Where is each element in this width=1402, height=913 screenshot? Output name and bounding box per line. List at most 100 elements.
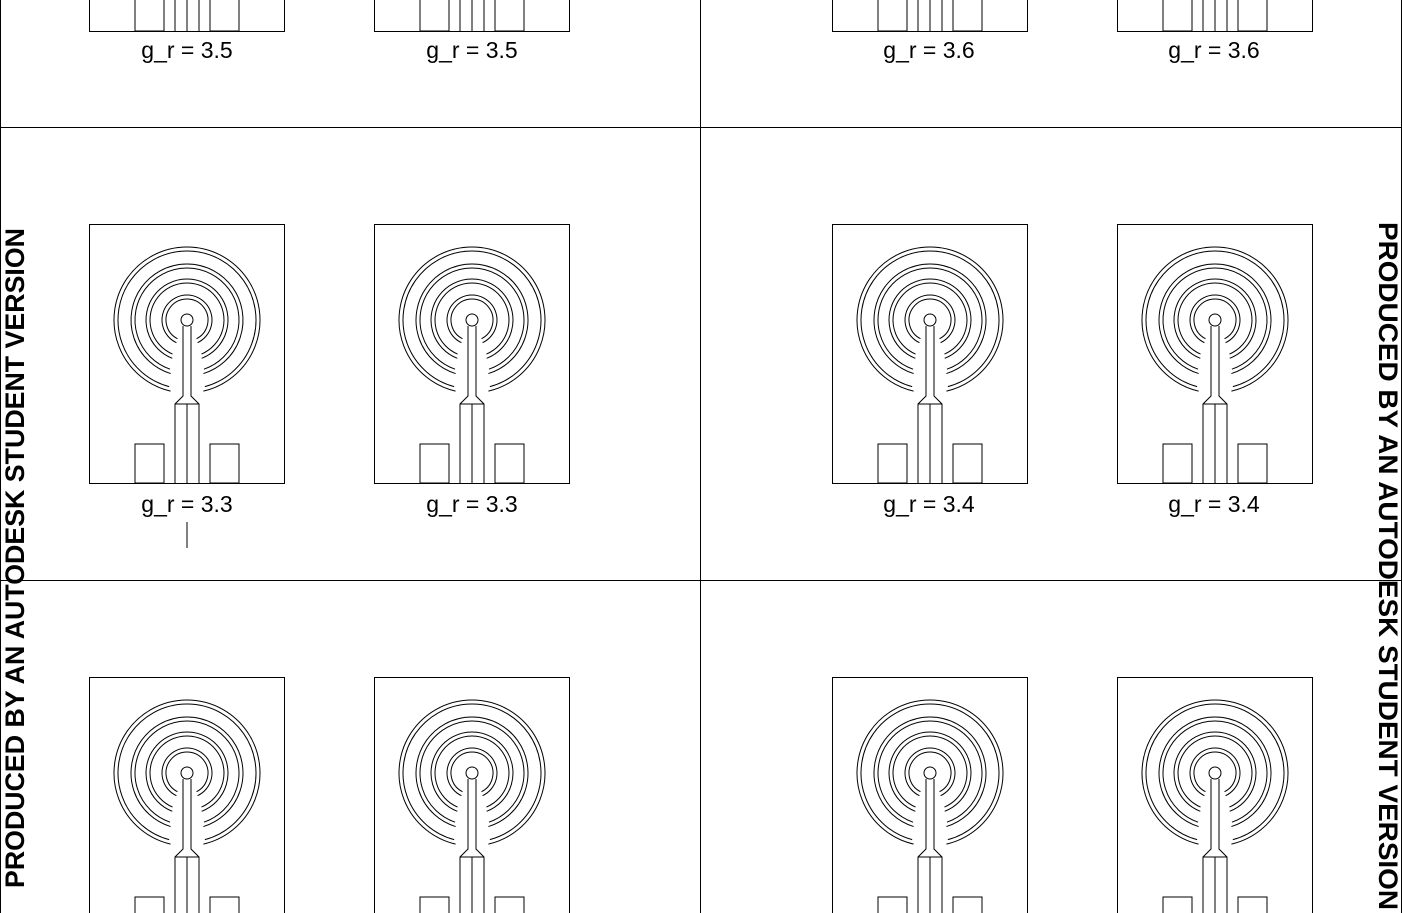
ground-pad-left: [877, 0, 908, 32]
substrate-outline: [1117, 0, 1313, 32]
feed-line: [1202, 326, 1212, 483]
spiral-ring: [1141, 246, 1289, 392]
antenna-unit: [374, 0, 570, 32]
spiral-ring: [134, 720, 240, 823]
spiral-ring: [892, 282, 968, 355]
spiral-ring: [856, 699, 1004, 845]
spiral-ring: [1189, 294, 1241, 344]
antenna-unit: [1117, 677, 1313, 913]
antenna-label: g_r = 3.5: [426, 37, 517, 63]
substrate-outline: [832, 0, 1028, 32]
feed-line: [475, 326, 485, 483]
ground-pad-left: [134, 896, 165, 913]
antenna-unit: [374, 224, 570, 484]
spiral-ring: [402, 250, 542, 388]
spiral-ring: [117, 703, 257, 841]
feed-point: [1208, 766, 1222, 780]
feed-line: [1226, 0, 1228, 31]
spiral-ring: [149, 735, 225, 808]
ground-pad-right: [1237, 443, 1268, 484]
antenna-label: g_r = 3.4: [1168, 491, 1260, 517]
antenna-label: g_r = 3.5: [141, 37, 232, 63]
spiral-ring: [419, 720, 525, 823]
substrate-outline: [1117, 677, 1313, 913]
spiral-ring: [430, 278, 514, 359]
spiral-ring: [419, 267, 525, 370]
spiral-ring: [446, 747, 498, 797]
spiral-ring: [1193, 751, 1237, 793]
spiral-ring: [1162, 720, 1268, 823]
spiral-ring: [873, 716, 987, 828]
substrate-outline: [89, 224, 285, 484]
spiral-ring: [145, 731, 229, 812]
feed-line: [1218, 779, 1228, 913]
substrate-outline: [832, 224, 1028, 484]
spiral-ring: [860, 250, 1000, 388]
ground-pad-right: [209, 896, 240, 913]
ground-pad-right: [952, 443, 983, 484]
spiral-ring: [1158, 263, 1272, 375]
spiral-ring: [877, 267, 983, 370]
spiral-ring: [415, 716, 529, 828]
ground-pad-left: [1162, 443, 1193, 484]
ground-pad-left: [1162, 896, 1193, 913]
feed-line: [917, 0, 919, 31]
ground-pad-right: [494, 0, 525, 32]
ground-pad-left: [877, 896, 908, 913]
ground-pad-right: [952, 896, 983, 913]
spiral-ring: [161, 294, 213, 344]
spiral-ring: [877, 720, 983, 823]
feed-line: [174, 779, 184, 913]
feed-point: [923, 313, 937, 327]
spiral-ring: [117, 250, 257, 388]
spiral-ring: [888, 731, 972, 812]
ground-pad-right: [1237, 0, 1268, 32]
ground-pad-right: [209, 443, 240, 484]
feed-line: [190, 326, 200, 483]
ground-pad-right: [494, 443, 525, 484]
spiral-ring: [1177, 282, 1253, 355]
spiral-ring: [1158, 716, 1272, 828]
spiral-ring: [450, 751, 494, 793]
spiral-ring: [130, 263, 244, 375]
feed-point: [465, 766, 479, 780]
substrate-outline: [374, 224, 570, 484]
antenna-unit: [832, 0, 1028, 32]
spiral-ring: [446, 294, 498, 344]
feed-line: [459, 0, 461, 31]
antenna-unit: [1117, 0, 1313, 32]
spiral-ring: [149, 282, 225, 355]
antenna-unit: [374, 677, 570, 913]
feed-line: [174, 326, 184, 483]
spiral-ring: [1145, 703, 1285, 841]
spiral-ring: [415, 263, 529, 375]
watermark-right: PRODUCED BY AN AUTODESK STUDENT VERSION: [1373, 222, 1402, 910]
antenna-unit: [89, 0, 285, 32]
antenna-unit: [832, 677, 1028, 913]
feed-line: [459, 326, 469, 483]
antenna-label: g_r = 3.3: [426, 491, 517, 517]
spiral-ring: [1193, 298, 1237, 340]
substrate-outline: [832, 677, 1028, 913]
spiral-ring: [892, 735, 968, 808]
spiral-ring: [145, 278, 229, 359]
spiral-ring: [888, 278, 972, 359]
ground-pad-left: [419, 0, 450, 32]
feed-point: [180, 766, 194, 780]
antenna-layouts: [89, 0, 1313, 913]
spiral-ring: [113, 699, 261, 845]
ground-pad-left: [419, 443, 450, 484]
antenna-unit: [832, 224, 1028, 484]
feed-line: [190, 779, 200, 913]
feed-line: [1202, 0, 1204, 31]
spiral-ring: [161, 747, 213, 797]
spiral-ring: [165, 751, 209, 793]
spiral-ring: [434, 735, 510, 808]
spiral-ring: [398, 699, 546, 845]
feed-line: [483, 0, 485, 31]
antenna-unit: [1117, 224, 1313, 484]
ground-pad-left: [877, 443, 908, 484]
watermark-left: PRODUCED BY AN AUTODESK STUDENT VERSION: [0, 228, 30, 888]
